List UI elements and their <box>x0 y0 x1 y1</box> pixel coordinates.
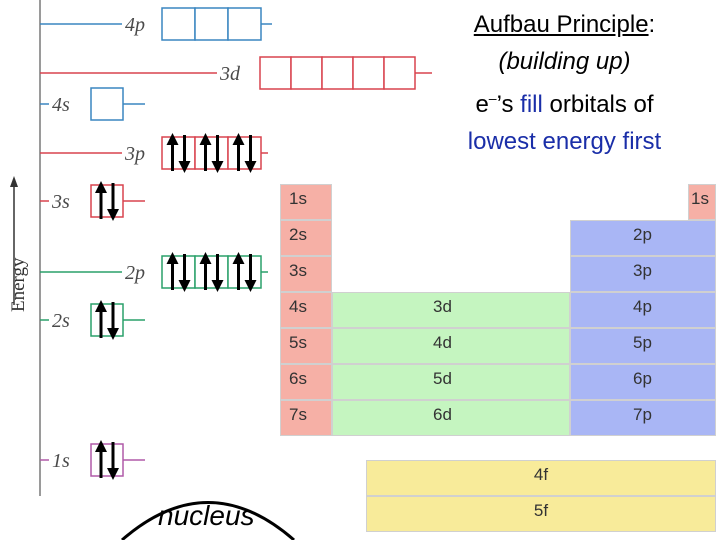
orbital-box <box>90 303 124 337</box>
title-heading: Aufbau Principle <box>473 11 649 38</box>
p-cell-5p: 5p <box>570 328 716 364</box>
electron-pair-arrows-icon <box>232 252 257 292</box>
orbital-box <box>383 56 416 90</box>
orbital-level-3d: 3d <box>40 56 432 90</box>
f-cell-4f: 4f <box>366 460 716 496</box>
d-cell-3d: 3d <box>332 292 570 328</box>
title-line4: lowest energy first <box>467 128 662 155</box>
orbital-box <box>290 56 323 90</box>
p-block-top-1s: 1s <box>688 184 716 220</box>
s-cell-1s: 1s <box>280 184 332 220</box>
orbital-box <box>227 255 262 289</box>
orbital-box <box>259 56 292 90</box>
orbital-box <box>161 7 196 41</box>
title-line3-post: orbitals of <box>542 91 654 118</box>
orbital-level-4p: 4p <box>40 7 272 41</box>
title-fill-word: fill <box>520 91 543 118</box>
orbital-box <box>194 7 229 41</box>
level-label-3d: 3d <box>219 63 241 85</box>
electron-pair-arrows-icon <box>95 440 119 480</box>
p-cell-4p: 4p <box>570 292 716 328</box>
d-cell-5d: 5d <box>332 364 570 400</box>
electron-charge: – <box>488 90 497 106</box>
level-label-4p: 4p <box>125 14 145 36</box>
title-subtitle: (building up) <box>498 48 631 75</box>
p-cell-2p: 2p <box>570 220 716 256</box>
level-label-3s: 3s <box>51 191 70 213</box>
orbital-level-3s: 3s <box>40 181 145 221</box>
s-cell-4s: 4s <box>280 292 332 328</box>
p-cell-3p: 3p <box>570 256 716 292</box>
orbital-box <box>90 87 124 121</box>
d-cell-6d: 6d <box>332 400 570 436</box>
orbital-box <box>90 443 124 477</box>
p-cell-7p: 7p <box>570 400 716 436</box>
orbital-box <box>161 136 196 170</box>
electron-pair-arrows-icon <box>95 181 119 221</box>
electron-pair-arrows-icon <box>232 133 257 173</box>
title-block: Aufbau Principle: (building up) e–’s fil… <box>412 6 717 160</box>
title-colon: : <box>648 11 656 38</box>
electron-pair-arrows-icon <box>199 252 224 292</box>
level-label-2s: 2s <box>52 310 70 332</box>
nucleus-arc <box>121 501 295 540</box>
level-label-2p: 2p <box>125 262 145 284</box>
electron-symbol: e <box>475 91 489 118</box>
orbital-box <box>227 136 262 170</box>
energy-arrow-head <box>10 176 18 187</box>
orbital-box <box>321 56 354 90</box>
orbital-box <box>90 184 124 218</box>
orbital-box <box>161 255 196 289</box>
level-label-1s: 1s <box>52 450 70 472</box>
electron-pair-arrows-icon <box>166 252 191 292</box>
orbital-box <box>227 7 262 41</box>
s-cell-6s: 6s <box>280 364 332 400</box>
level-label-3p: 3p <box>124 143 145 165</box>
s-cell-3s: 3s <box>280 256 332 292</box>
d-cell-4d: 4d <box>332 328 570 364</box>
s-cell-2s: 2s <box>280 220 332 256</box>
title-line3-mid: ’s <box>496 91 521 118</box>
orbital-box <box>352 56 385 90</box>
orbital-box <box>194 255 229 289</box>
energy-axis-label: Energy <box>8 257 29 312</box>
s-cell-5s: 5s <box>280 328 332 364</box>
orbital-level-1s: 1s <box>40 440 145 480</box>
nucleus-label: nucleus <box>158 500 255 531</box>
electron-pair-arrows-icon <box>95 300 119 340</box>
electron-pair-arrows-icon <box>166 133 191 173</box>
orbital-box <box>194 136 229 170</box>
title-line3: e–’s fill orbitals of <box>412 80 717 123</box>
energy-axis: Energy <box>8 176 29 312</box>
p-cell-6p: 6p <box>570 364 716 400</box>
s-cell-7s: 7s <box>280 400 332 436</box>
f-cell-5f: 5f <box>366 496 716 532</box>
orbital-level-3p: 3p <box>40 133 268 173</box>
orbital-level-2s: 2s <box>40 300 145 340</box>
electron-pair-arrows-icon <box>199 133 224 173</box>
orbital-level-4s: 4s <box>40 87 145 121</box>
level-label-4s: 4s <box>52 94 70 116</box>
orbital-level-2p: 2p <box>40 252 268 292</box>
